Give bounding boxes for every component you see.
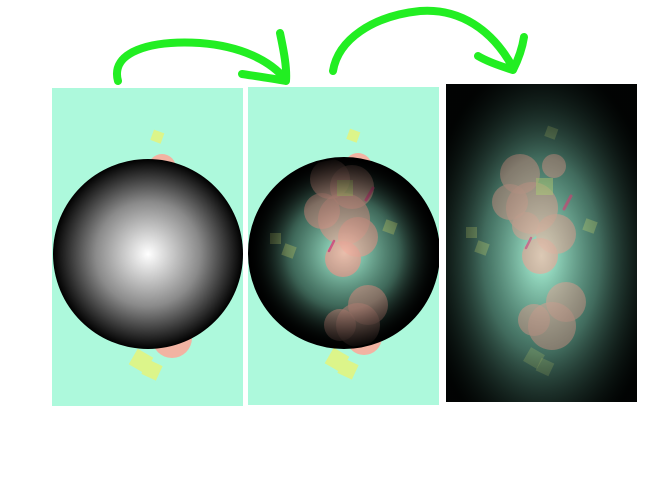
vignette-overlay (446, 84, 637, 402)
panel-original (52, 88, 243, 406)
panel-blended (248, 87, 439, 405)
lime-square (337, 358, 359, 380)
panel-result-svg (446, 84, 637, 402)
lime-square (346, 128, 361, 143)
panel-original-svg (52, 88, 243, 406)
sphere-outline (248, 157, 439, 349)
shaded-sphere (53, 159, 243, 349)
blended-sphere (249, 158, 439, 348)
curved-arrow-icon (113, 29, 291, 85)
curved-arrow-icon (329, 6, 528, 75)
panel-blended-svg (248, 87, 439, 405)
panel-result (446, 84, 637, 402)
lime-square (150, 129, 165, 144)
lime-square (141, 359, 163, 381)
